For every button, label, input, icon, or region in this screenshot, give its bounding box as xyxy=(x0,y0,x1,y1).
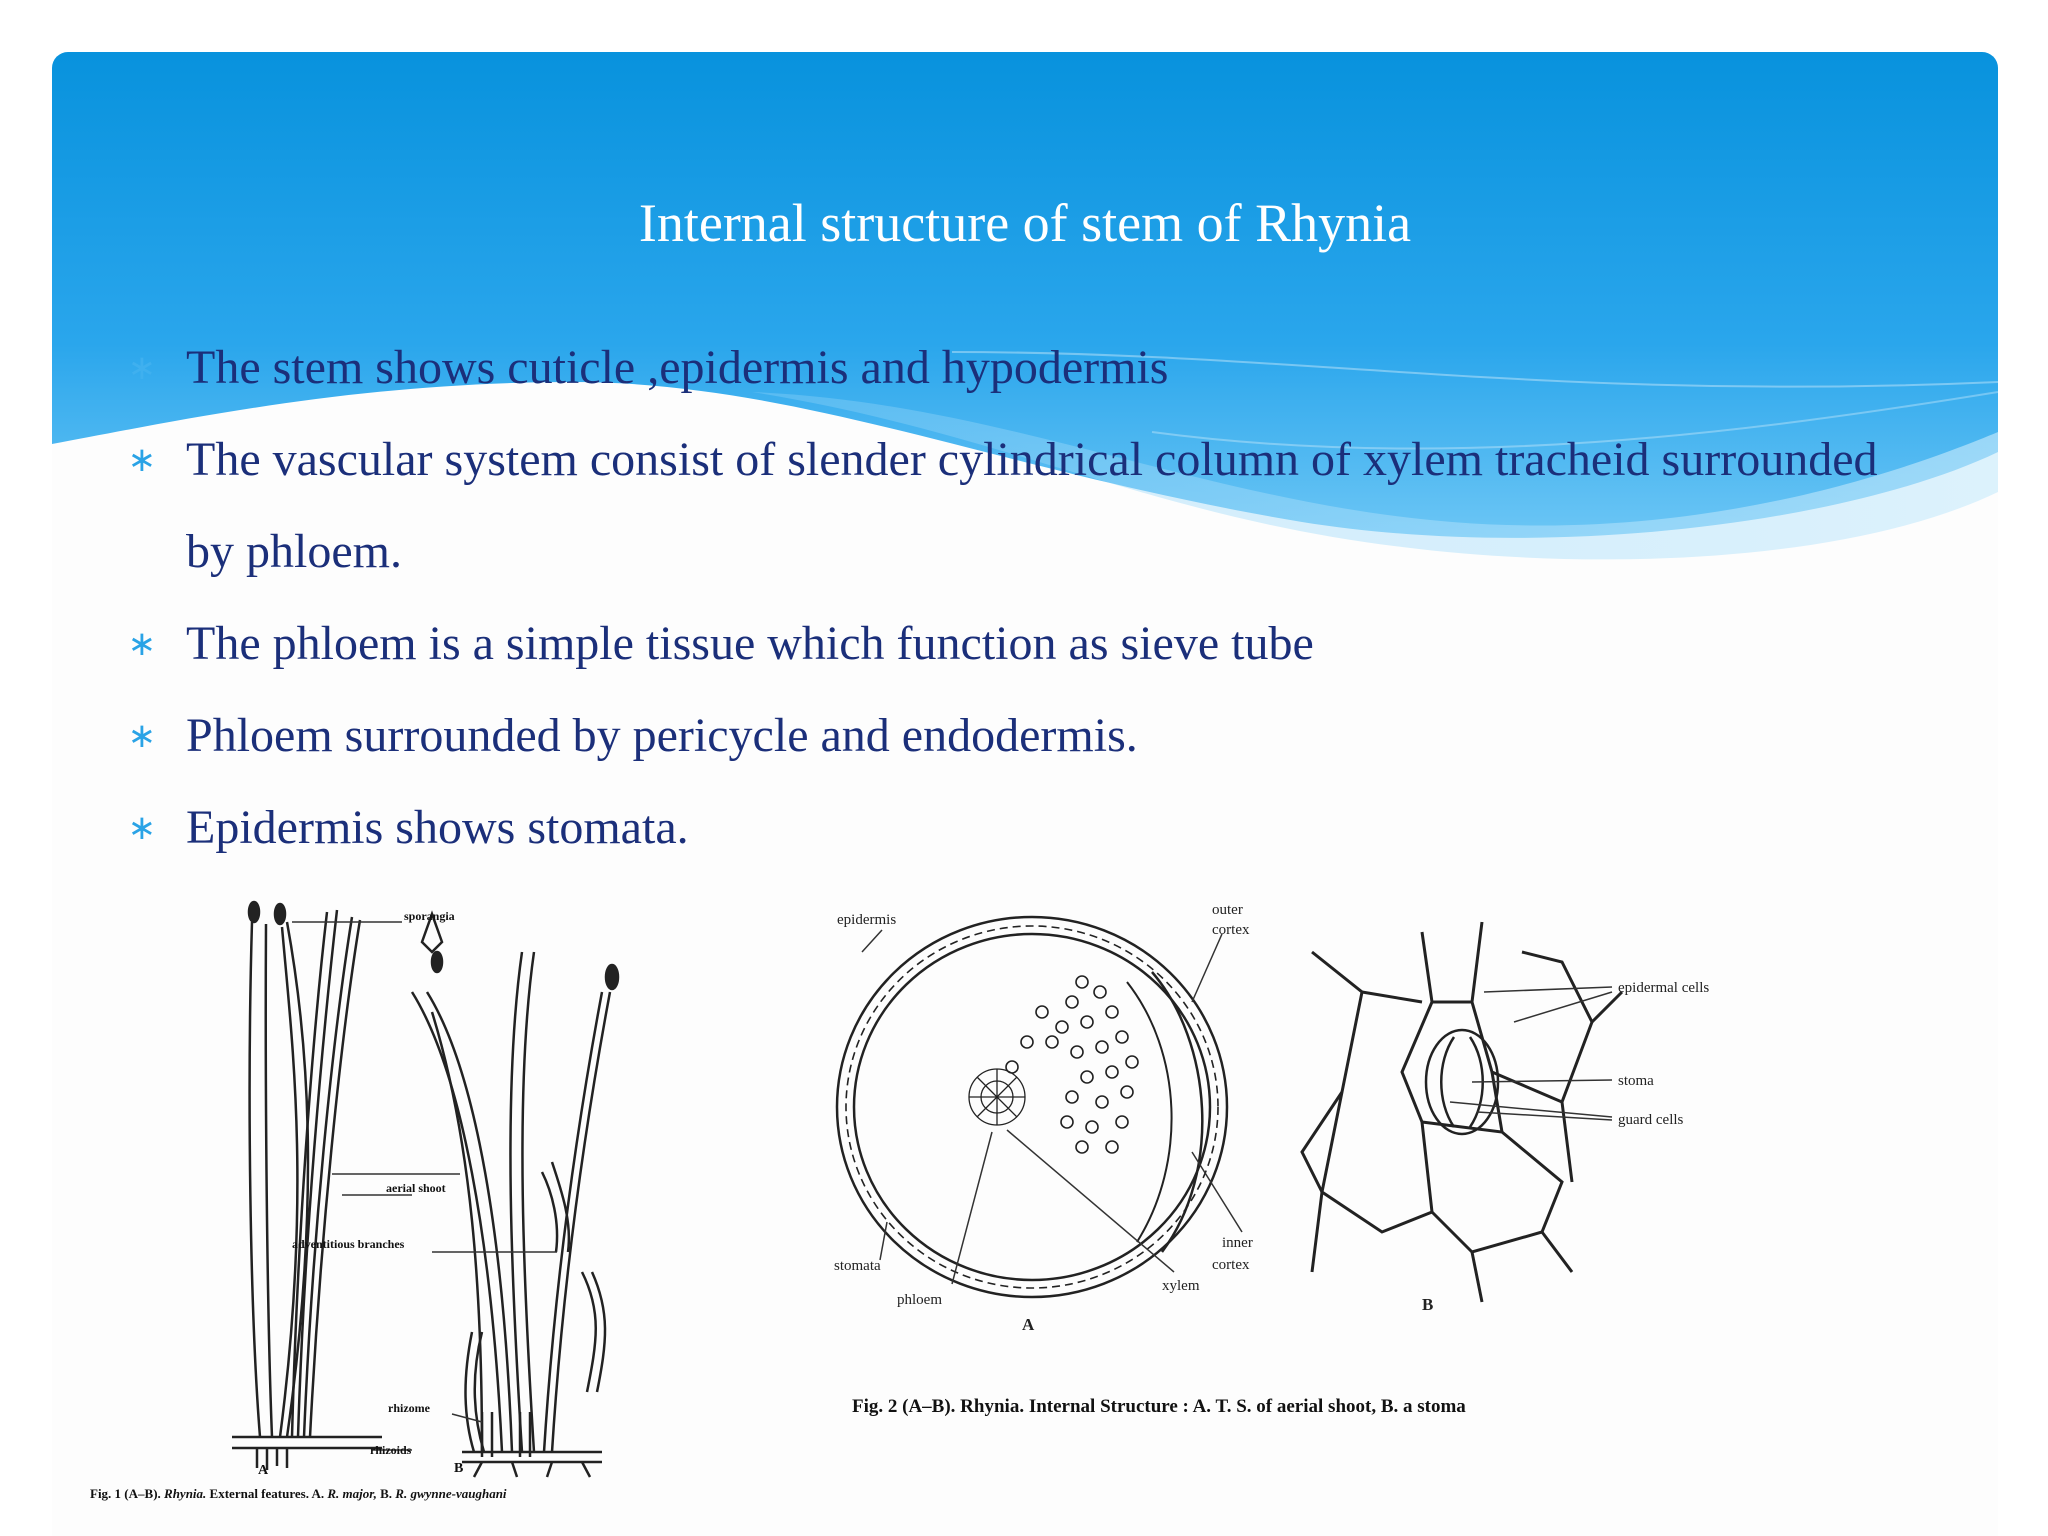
header-wave-background xyxy=(52,52,1998,560)
bullet-text: The phloem is a simple tissue which func… xyxy=(186,617,1314,670)
label-rhizoids: rhizoids xyxy=(370,1443,412,1457)
label-outer-cortex: cortex xyxy=(1212,922,1250,938)
bullet-marker: ∗ xyxy=(127,348,157,388)
bullet-text: Epidermis shows stomata. xyxy=(186,801,689,854)
figure-2-internal-structure: epidermis outer cortex inner cortex stom… xyxy=(834,902,1709,1417)
label-epidermis: epidermis xyxy=(837,912,896,928)
bullet-item: ∗ Epidermis shows stomata. xyxy=(122,782,1922,874)
label-sporangia: sporangia xyxy=(404,909,455,923)
label-adventitious-branches: adventitious branches xyxy=(292,1237,405,1251)
bullet-marker: ∗ xyxy=(127,624,157,664)
label-aerial-shoot: aerial shoot xyxy=(386,1181,446,1195)
bullet-text: The vascular system consist of slender c… xyxy=(186,433,1878,578)
panel-label-a: A xyxy=(258,1463,269,1478)
bullet-item: ∗ The stem shows cuticle ,epidermis and … xyxy=(122,322,1922,414)
bullet-item: ∗ The phloem is a simple tissue which fu… xyxy=(122,598,1922,690)
label-xylem: xylem xyxy=(1162,1278,1200,1294)
bullet-marker: ∗ xyxy=(127,808,157,848)
bullet-marker: ∗ xyxy=(127,716,157,756)
figure-1-caption: Fig. 1 (A–B). Rhynia. External features.… xyxy=(90,1486,507,1501)
bullet-text: Phloem surrounded by pericycle and endod… xyxy=(186,709,1138,762)
label-stoma: stoma xyxy=(1618,1073,1654,1089)
stoma-diagram: epidermal cells stoma guard cells B xyxy=(1300,921,1709,1314)
figure-1-external-features: sporangia aerial shoot adventitious bran… xyxy=(90,900,620,1501)
bullet-marker: ∗ xyxy=(127,440,157,480)
label-outer: outer xyxy=(1212,902,1243,918)
panel-label-a: A xyxy=(1022,1315,1035,1334)
label-stomata: stomata xyxy=(834,1258,881,1274)
slide-title: Internal structure of stem of Rhynia xyxy=(638,193,1412,253)
figure-2-caption: Fig. 2 (A–B). Rhynia. Internal Structure… xyxy=(852,1396,1466,1417)
label-epidermal-cells: epidermal cells xyxy=(1618,980,1709,996)
slide: Internal structure of stem of Rhynia ∗ T… xyxy=(52,52,1998,1536)
label-guard-cells: guard cells xyxy=(1618,1112,1684,1128)
label-inner-cortex: cortex xyxy=(1212,1257,1250,1273)
label-phloem: phloem xyxy=(897,1292,942,1308)
transverse-section-diagram: epidermis outer cortex inner cortex stom… xyxy=(834,902,1253,1334)
bullet-text: The stem shows cuticle ,epidermis and hy… xyxy=(186,341,1169,394)
bullet-list: ∗ The stem shows cuticle ,epidermis and … xyxy=(122,322,1922,874)
label-rhizome: rhizome xyxy=(388,1401,431,1415)
panel-label-b: B xyxy=(1422,1295,1433,1314)
bullet-item: ∗ Phloem surrounded by pericycle and end… xyxy=(122,690,1922,782)
bullet-item: ∗ The vascular system consist of slender… xyxy=(122,414,1922,598)
label-inner: inner xyxy=(1222,1235,1253,1251)
panel-label-b: B xyxy=(454,1461,463,1476)
